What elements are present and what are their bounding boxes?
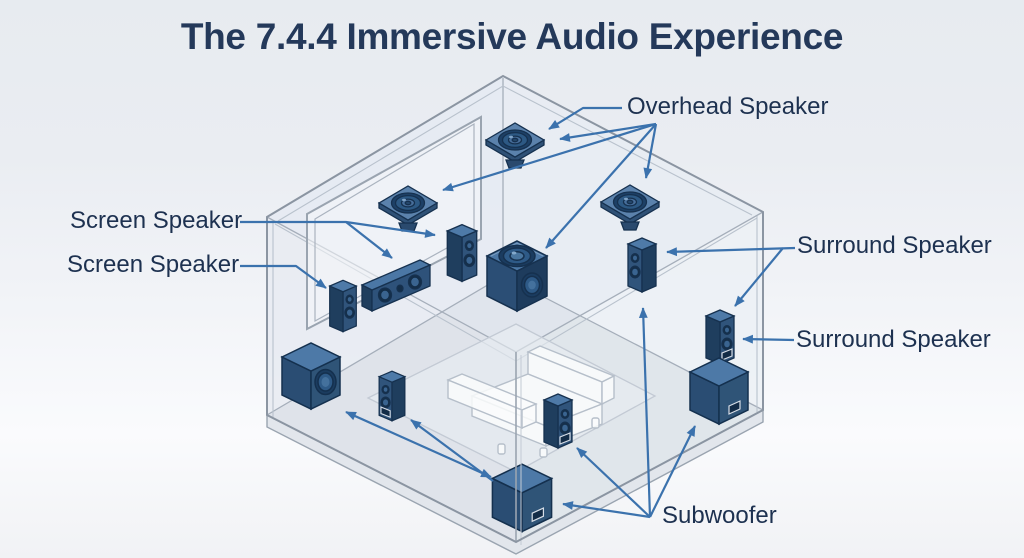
page-title: The 7.4.4 Immersive Audio Experience <box>180 16 844 57</box>
label-subwoofer: Subwoofer <box>662 502 777 529</box>
subwoofer-cube-icon <box>281 342 341 410</box>
leader-arrows <box>240 106 796 519</box>
bookshelf-speaker-icon <box>378 370 406 422</box>
label-screen-speaker-1: Screen Speaker <box>70 207 243 234</box>
room-outline <box>266 74 764 544</box>
subwoofer-cube-icon <box>491 463 553 533</box>
bookshelf-speaker-icon <box>627 237 657 293</box>
subwoofer-cube-icon <box>689 357 749 425</box>
room-wall-front-right <box>516 212 763 542</box>
bookshelf-speaker-icon <box>705 309 735 365</box>
bookshelf-speaker-icon <box>543 393 573 449</box>
label-surround-speaker-1: Surround Speaker <box>797 232 992 259</box>
label-screen-speaker-2: Screen Speaker <box>67 251 240 278</box>
room-front-edge <box>515 352 522 545</box>
center-channel-icon <box>360 259 432 313</box>
bookshelf-speaker-icon <box>446 223 478 283</box>
bookshelf-speaker-icon <box>329 279 357 333</box>
label-surround-speaker-2: Surround Speaker <box>796 326 991 353</box>
corner-speaker-icon <box>485 240 549 313</box>
label-overhead-speaker: Overhead Speaker <box>627 93 829 120</box>
